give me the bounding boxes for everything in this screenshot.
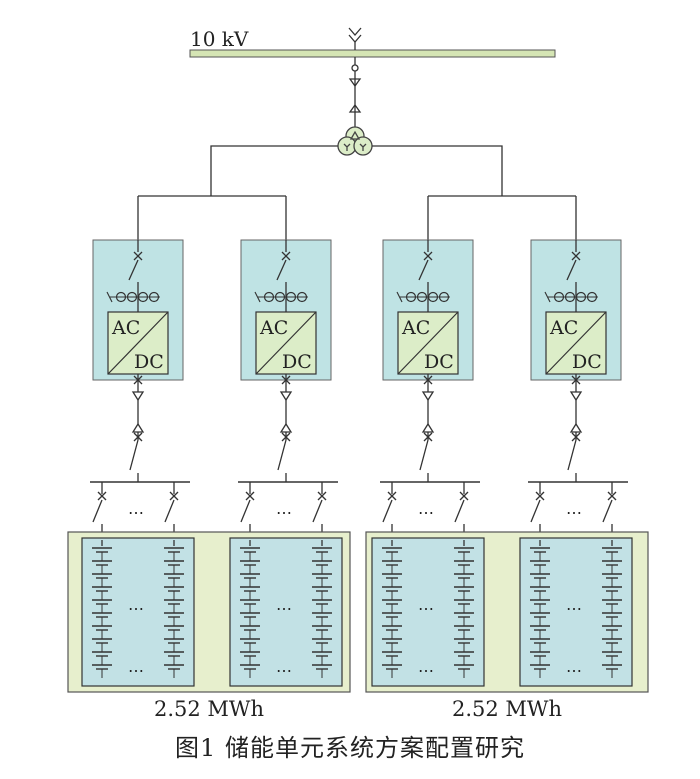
battery-container-1: …………2.52 MWh bbox=[67, 531, 351, 720]
branch-ellipsis: … bbox=[418, 499, 434, 518]
rack-ellipsis: … bbox=[418, 595, 434, 614]
measurement-symbols bbox=[396, 291, 450, 303]
measurement-symbols bbox=[254, 291, 308, 303]
battery-string bbox=[602, 547, 622, 678]
rack-box bbox=[519, 537, 633, 687]
main-feeder bbox=[348, 27, 362, 128]
bus-bar bbox=[189, 49, 556, 58]
battery-rack-2: …… bbox=[229, 537, 343, 687]
battery-string bbox=[382, 547, 402, 678]
rack-ellipsis: … bbox=[128, 657, 144, 676]
converter-ac-label: AC bbox=[549, 317, 578, 339]
pcs-layer: AC DC … AC DC … AC DC … AC DC … bbox=[90, 239, 628, 540]
battery-rack-2: …… bbox=[519, 537, 633, 687]
rack-ellipsis: … bbox=[128, 595, 144, 614]
rack-ellipsis: … bbox=[566, 595, 582, 614]
three-winding-transformer bbox=[337, 126, 373, 156]
converter-dc-label: DC bbox=[134, 351, 164, 373]
battery-string bbox=[312, 547, 332, 678]
battery-string bbox=[454, 547, 474, 678]
battery-rack-1: …… bbox=[81, 537, 195, 687]
rack-ellipsis: … bbox=[566, 657, 582, 676]
rack-ellipsis: … bbox=[276, 595, 292, 614]
branch-ellipsis: … bbox=[128, 499, 144, 518]
battery-string bbox=[530, 547, 550, 678]
battery-string bbox=[240, 547, 260, 678]
rack-box bbox=[229, 537, 343, 687]
pcs-unit-4: AC DC … bbox=[528, 239, 628, 540]
capacity-label: 2.52 MWh bbox=[154, 697, 264, 720]
figure-caption: 图1 储能单元系统方案配置研究 bbox=[175, 734, 525, 762]
battery-rack-1: …… bbox=[371, 537, 485, 687]
measurement-symbols bbox=[544, 291, 598, 303]
branch-ellipsis: … bbox=[566, 499, 582, 518]
converter-ac-label: AC bbox=[401, 317, 430, 339]
rack-box bbox=[81, 537, 195, 687]
rack-box bbox=[371, 537, 485, 687]
battery-layer: …………2.52 MWh…………2.52 MWh bbox=[67, 531, 649, 720]
battery-string bbox=[164, 547, 184, 678]
converter-dc-label: DC bbox=[282, 351, 312, 373]
pcs-unit-3: AC DC … bbox=[380, 239, 480, 540]
rack-ellipsis: … bbox=[276, 657, 292, 676]
converter-ac-label: AC bbox=[111, 317, 140, 339]
pcs-unit-2: AC DC … bbox=[238, 239, 338, 540]
battery-string bbox=[92, 547, 112, 678]
converter-dc-label: DC bbox=[572, 351, 602, 373]
capacity-label: 2.52 MWh bbox=[452, 697, 562, 720]
converter-ac-label: AC bbox=[259, 317, 288, 339]
measurement-symbols bbox=[106, 291, 160, 303]
rack-ellipsis: … bbox=[418, 657, 434, 676]
battery-container-2: …………2.52 MWh bbox=[365, 531, 649, 720]
converter-dc-label: DC bbox=[424, 351, 454, 373]
bus-label: 10 kV bbox=[190, 27, 249, 51]
branch-ellipsis: … bbox=[276, 499, 292, 518]
distribution-lines bbox=[137, 145, 577, 240]
pcs-unit-1: AC DC … bbox=[90, 239, 190, 540]
bus-group: 10 kV bbox=[189, 27, 556, 58]
